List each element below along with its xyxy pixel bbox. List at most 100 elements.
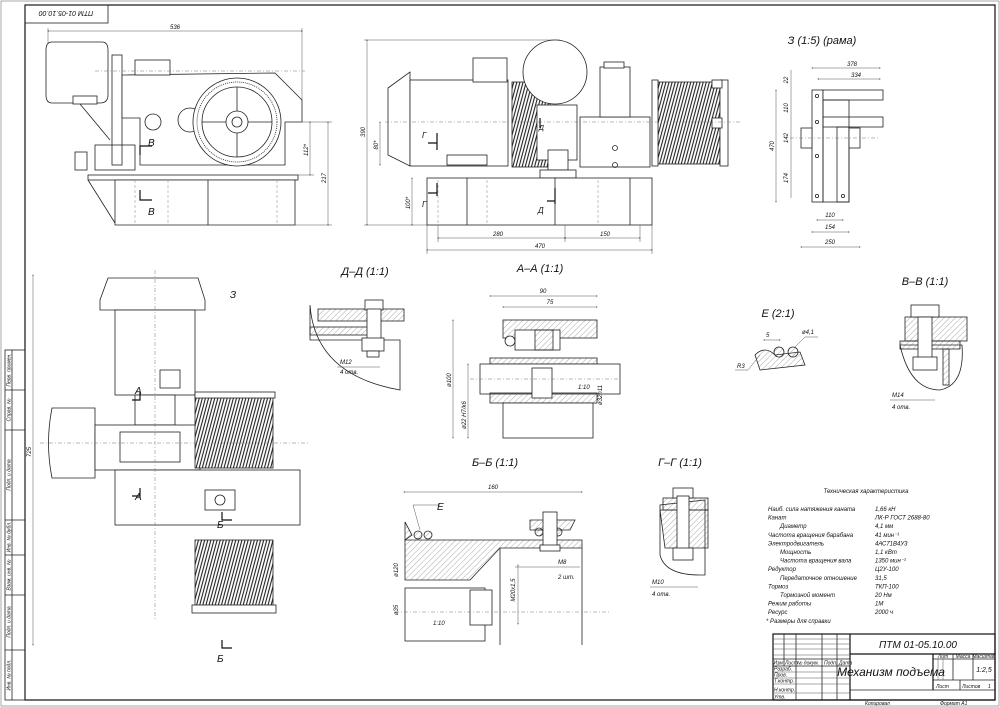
spec-value: 1350 мин⁻¹ [875, 559, 906, 565]
section-mark: В [148, 138, 155, 149]
section-mark: А [134, 386, 142, 397]
front-view: 536 217 112* В В [45, 25, 332, 226]
dim-75: 75 [547, 300, 554, 306]
header-cell: Дата [838, 661, 852, 667]
view-mark: З [230, 290, 236, 301]
spec-label: Тормоз [768, 584, 788, 590]
header-cell: № докум. [797, 661, 819, 667]
view-title: Г–Г (1:1) [658, 457, 702, 469]
drawing-name: Механизм подъема [837, 665, 945, 679]
margin-label: Инв. № дубл. [7, 522, 13, 553]
dim-axis: 112* [304, 143, 310, 156]
spec-value: Ц2У-100 [875, 567, 899, 573]
role-cell: Н.контр. [774, 688, 795, 694]
motor-end [45, 41, 109, 104]
fit-label: ø22 H7/k6 [462, 401, 468, 429]
nut-thread: М20х1,5 [511, 578, 517, 602]
section-dd: Д–Д (1:1) М12 4 отв. [309, 266, 405, 391]
brake-disk [522, 39, 588, 105]
spec-value: 4АС71В4У3 [875, 541, 908, 547]
cable-drum-lower [194, 539, 274, 611]
spec-label: Режим работы [768, 602, 812, 608]
thread-label: М10 [652, 580, 664, 586]
margin-stamp: Перв. примен. Справ. № Подп. и дата Инв.… [4, 349, 26, 701]
frame-dim: 142 [784, 132, 790, 143]
spec-label: Электродвигатель [768, 541, 824, 547]
spec-label: Мощность [780, 550, 811, 556]
spec-value: 2000 ч [874, 610, 893, 616]
section-mark: Б [217, 520, 224, 531]
dim-base: 100* [406, 196, 412, 209]
spec-value: 20 Нм [874, 593, 892, 599]
spec-value: 1,66 кН [875, 507, 896, 513]
thread-label: М8 [558, 560, 567, 566]
top-stamp-number: ПТМ 01-05.10.00 [39, 9, 94, 16]
spec-label: Наиб. сила натяжения каната [768, 507, 856, 513]
dia-35: ø35 [394, 604, 400, 615]
dim-90: 90 [540, 289, 547, 295]
frame-dim: 378 [847, 62, 858, 68]
header-cell: Лист [784, 661, 798, 667]
scale-value: 1:2,5 [976, 667, 992, 674]
col-lit: Лит [937, 654, 948, 660]
spec-label: Частота вращения барабана [768, 533, 854, 539]
spec-value: ЛК-Р ГОСТ 2688-80 [874, 516, 930, 522]
count-label: 2 шт. [557, 575, 575, 581]
margin-label: Перв. примен. [7, 353, 13, 386]
frame-dim: 250 [824, 240, 836, 246]
sheet-label: Лист [935, 684, 949, 690]
cable-drum [657, 81, 721, 165]
dim-470: 470 [535, 244, 546, 250]
spec-label: Диаметр [779, 524, 807, 530]
view-title: Д–Д (1:1) [339, 266, 389, 278]
cable-drum-upper [194, 394, 274, 469]
tech-specs-title: Техническая характеристика [824, 489, 910, 495]
dim-150: 150 [600, 232, 611, 238]
spec-value: 1М [875, 602, 883, 608]
copied-label: Копировал [865, 701, 890, 707]
margin-label: Взам. инв. № [7, 559, 13, 591]
doc-number: ПТМ 01-05.10.00 [879, 640, 957, 651]
sheets-label: Листов [961, 684, 981, 690]
frame-dim: 110 [825, 213, 835, 219]
count-label: 4 отв. [892, 405, 910, 411]
view-title: З (1:5) (рама) [788, 35, 857, 47]
title-block: ПТМ 01-05.10.00 Механизм подъема Лит Мас… [772, 633, 996, 707]
dia-120: ø120 [394, 563, 400, 577]
margin-label: Подп. и дата [7, 459, 13, 491]
radius-label: R3 [737, 364, 745, 370]
margin-label: Справ. № [7, 398, 13, 421]
plan-view: 725 З А А Б Б [27, 270, 310, 665]
header-cell: Изм [774, 661, 784, 667]
section-mark: Г [422, 131, 427, 140]
section-mark: Д [537, 206, 544, 215]
spec-value: 31,5 [875, 576, 887, 582]
frame-dim: 174 [784, 172, 790, 183]
thread-label: М14 [892, 393, 904, 399]
section-aa-coupling: 90 75 ø100 ø22 H7/k6 ø32h11 1:10 [447, 289, 621, 439]
spec-footnote: * Размеры для справки [766, 619, 831, 625]
section-mark: Б [217, 654, 224, 665]
format-label: Формат A1 [940, 701, 968, 707]
spec-value: 41 мин⁻¹ [875, 533, 899, 539]
motor-fan-cover [387, 71, 411, 167]
detail-e: Е (2:1) 5 ø4,1 R3 [735, 308, 818, 371]
spec-value: 4,1 мм [875, 524, 893, 530]
dim-280: 280 [492, 232, 504, 238]
frame-dim: 110 [784, 103, 790, 113]
count-label: 4 отв. [652, 592, 670, 598]
frame-dim: 22 [784, 76, 790, 84]
frame-dim: 154 [825, 225, 836, 231]
sheets-value: 1 [988, 684, 991, 690]
dim-height: 390 [361, 126, 367, 137]
spec-label: Передаточное отношение [780, 576, 858, 582]
thread-label: М12 [340, 360, 352, 366]
role-cell: Утв. [774, 695, 785, 701]
dim-total: 725 [27, 446, 33, 457]
spec-label: Канат [768, 516, 787, 522]
brake-motor [48, 407, 96, 479]
frame-dim: 334 [851, 73, 862, 79]
header-cell: Подп. [824, 661, 837, 667]
